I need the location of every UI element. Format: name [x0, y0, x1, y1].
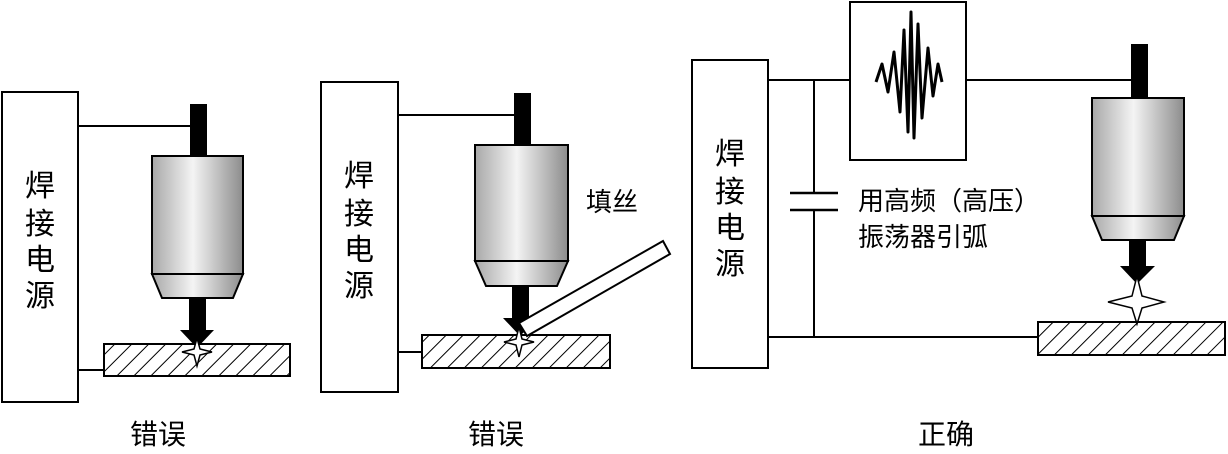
caption-2: 错误 — [468, 418, 524, 450]
power-source-label-2-char-4: 源 — [344, 269, 374, 304]
filler-wire-label: 填丝 — [586, 188, 638, 218]
power-source-box-2 — [320, 81, 399, 393]
power-source-label-3-char-2: 接 — [715, 175, 745, 210]
panel-1: 焊 接 电 源 错误 — [1, 91, 291, 451]
panel-2: 焊 接 电 源 填丝 错误 — [320, 81, 672, 451]
torch-stem-1 — [190, 104, 207, 156]
caption-3: 正确 — [918, 418, 974, 450]
power-source-label-2-char-3: 电 — [344, 233, 374, 268]
torch-body-2 — [474, 144, 569, 262]
power-source-label-1-char-1: 焊 — [25, 169, 55, 204]
power-source-label-1-char-2: 接 — [25, 207, 55, 242]
electrode-arrow-3 — [1120, 266, 1155, 284]
hf-note-line-1: 用高频（高压） — [858, 187, 1040, 217]
torch-body-1 — [151, 155, 244, 275]
workpiece-3 — [1037, 321, 1226, 356]
panel-3: 焊 接 电 源 用高频（高压） 振荡器引弧 正确 — [691, 1, 1226, 451]
power-source-label-3-char-1: 焊 — [715, 137, 745, 172]
power-source-label-3-char-3: 电 — [715, 211, 745, 246]
arc-spark-2 — [503, 326, 535, 358]
power-source-label-3-char-4: 源 — [715, 247, 745, 282]
power-source-label-2-char-1: 焊 — [344, 159, 374, 194]
torch-stem-3 — [1131, 44, 1148, 98]
arc-spark-3 — [1107, 275, 1167, 327]
hf-note-line-2: 振荡器引弧 — [858, 223, 988, 253]
torch-body-3 — [1091, 97, 1185, 217]
torch-nozzle-2 — [473, 260, 570, 287]
power-source-label-1-char-4: 源 — [25, 279, 55, 314]
power-source-label-1-char-3: 电 — [25, 243, 55, 278]
hf-waveform-icon — [874, 10, 944, 140]
electrode-1 — [189, 298, 206, 332]
filler-wire — [517, 239, 672, 338]
arc-spark-1 — [181, 335, 213, 369]
electrode-3 — [1129, 240, 1146, 268]
electrode-2 — [512, 286, 529, 320]
power-source-box-3 — [691, 59, 769, 369]
power-source-label-2-char-2: 接 — [344, 197, 374, 232]
torch-nozzle-1 — [150, 273, 245, 299]
torch-stem-2 — [514, 93, 531, 145]
torch-nozzle-3 — [1090, 215, 1186, 241]
power-source-box-1 — [1, 91, 79, 403]
caption-1: 错误 — [130, 418, 186, 450]
